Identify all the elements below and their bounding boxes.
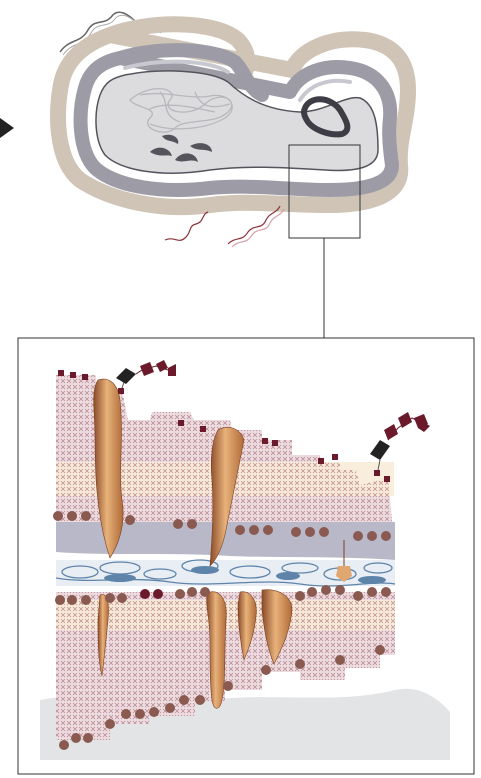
membrane-zoom-panel <box>18 338 474 774</box>
cell-illustration <box>0 12 408 338</box>
arrow-right-icon <box>0 118 14 138</box>
